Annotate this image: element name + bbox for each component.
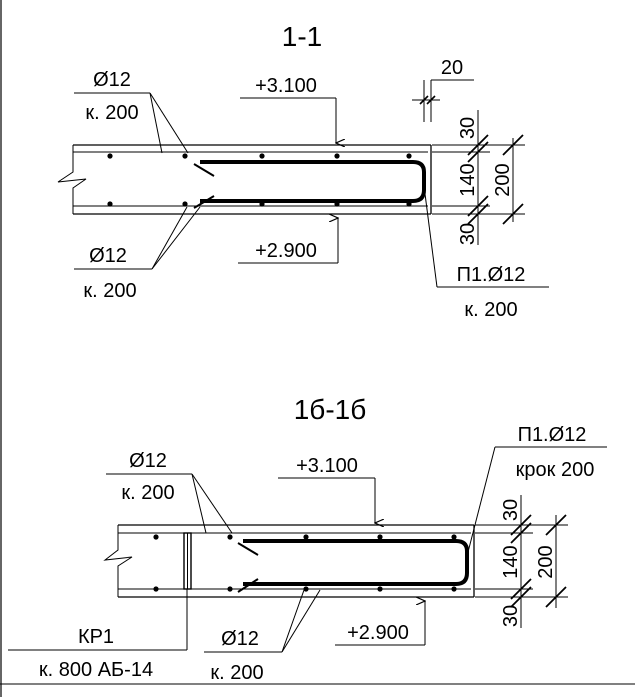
slab-2-bar-dots	[153, 534, 457, 592]
level-top-2-text: +3.100	[296, 455, 358, 477]
bottom-bar-2-label: Ø12	[221, 628, 259, 650]
dim-1-total: 200	[492, 163, 514, 196]
section-1-title: 1-1	[282, 21, 322, 52]
dim-1-top: 30	[457, 117, 479, 139]
dim-2-total: 200	[535, 545, 557, 578]
level-bottom-1-text: +2.900	[255, 240, 317, 262]
u-bar-2-hook-bottom	[237, 578, 259, 593]
u-bar-2-hook-top	[237, 542, 259, 556]
vertical-dims-1: 30 140 30 200	[432, 110, 525, 245]
level-bottom-2: +2.900	[335, 601, 425, 646]
bottom-bar-1-spacing: к. 200	[83, 280, 136, 302]
cover-dim-1: 20	[412, 57, 474, 122]
top-bar-1-spacing: к. 200	[85, 102, 138, 124]
u-bar-2	[243, 539, 469, 586]
leader-top-bar-1: Ø12 к. 200	[74, 69, 189, 154]
level-top-1: +3.100	[240, 75, 336, 143]
leader-top-bar-2: Ø12 к. 200	[106, 450, 233, 534]
leader-cage-kr1: КР1 к. 800 АБ-14	[8, 589, 188, 681]
dim-1-bottom: 30	[457, 223, 479, 245]
bottom-bar-1-label: Ø12	[89, 245, 127, 267]
u-bar-1-label: П1.Ø12	[457, 264, 526, 286]
level-top-2: +3.100	[278, 455, 375, 523]
top-bar-2-label: Ø12	[129, 450, 167, 472]
section-2-title: 1б-1б	[294, 394, 367, 425]
cover-dim-1-text: 20	[441, 57, 463, 79]
leader-bottom-bar-2: Ø12 к. 200	[204, 589, 321, 684]
leader-u-bar-2: П1.Ø12 крок 200	[466, 424, 607, 557]
u-bar-2-spacing: крок 200	[516, 459, 595, 481]
section-1-1: 1-1	[57, 21, 549, 321]
slab-1-outline	[57, 144, 432, 215]
u-bar-1-hook-top	[193, 163, 215, 177]
level-bottom-1: +2.900	[238, 218, 338, 264]
cage-kr1-spacing: к. 800 АБ-14	[39, 659, 153, 681]
cage-kr1-label: КР1	[78, 626, 114, 648]
leader-bottom-bar-1: Ø12 к. 200	[74, 206, 201, 302]
dim-1-mid: 140	[457, 163, 479, 196]
dim-2-bottom: 30	[500, 605, 522, 627]
level-bottom-2-text: +2.900	[347, 622, 409, 644]
u-bar-1-hook-bottom	[193, 195, 215, 209]
level-top-1-text: +3.100	[255, 75, 317, 97]
top-bar-1-label: Ø12	[93, 69, 131, 91]
top-bar-2-spacing: к. 200	[121, 482, 174, 504]
u-bar-1-spacing: к. 200	[464, 299, 517, 321]
slab-2-outline	[103, 524, 475, 598]
vertical-dims-2: 30 140 30 200	[475, 495, 568, 628]
section-1b-1b: 1б-1б	[8, 394, 607, 684]
u-bar-1	[200, 160, 426, 203]
leader-u-bar-1: П1.Ø12 к. 200	[423, 185, 549, 321]
dim-2-mid: 140	[500, 545, 522, 578]
cage-kr1	[183, 532, 192, 590]
u-bar-2-label: П1.Ø12	[518, 424, 587, 446]
bottom-bar-2-spacing: к. 200	[210, 662, 263, 684]
dim-2-top: 30	[500, 499, 522, 521]
